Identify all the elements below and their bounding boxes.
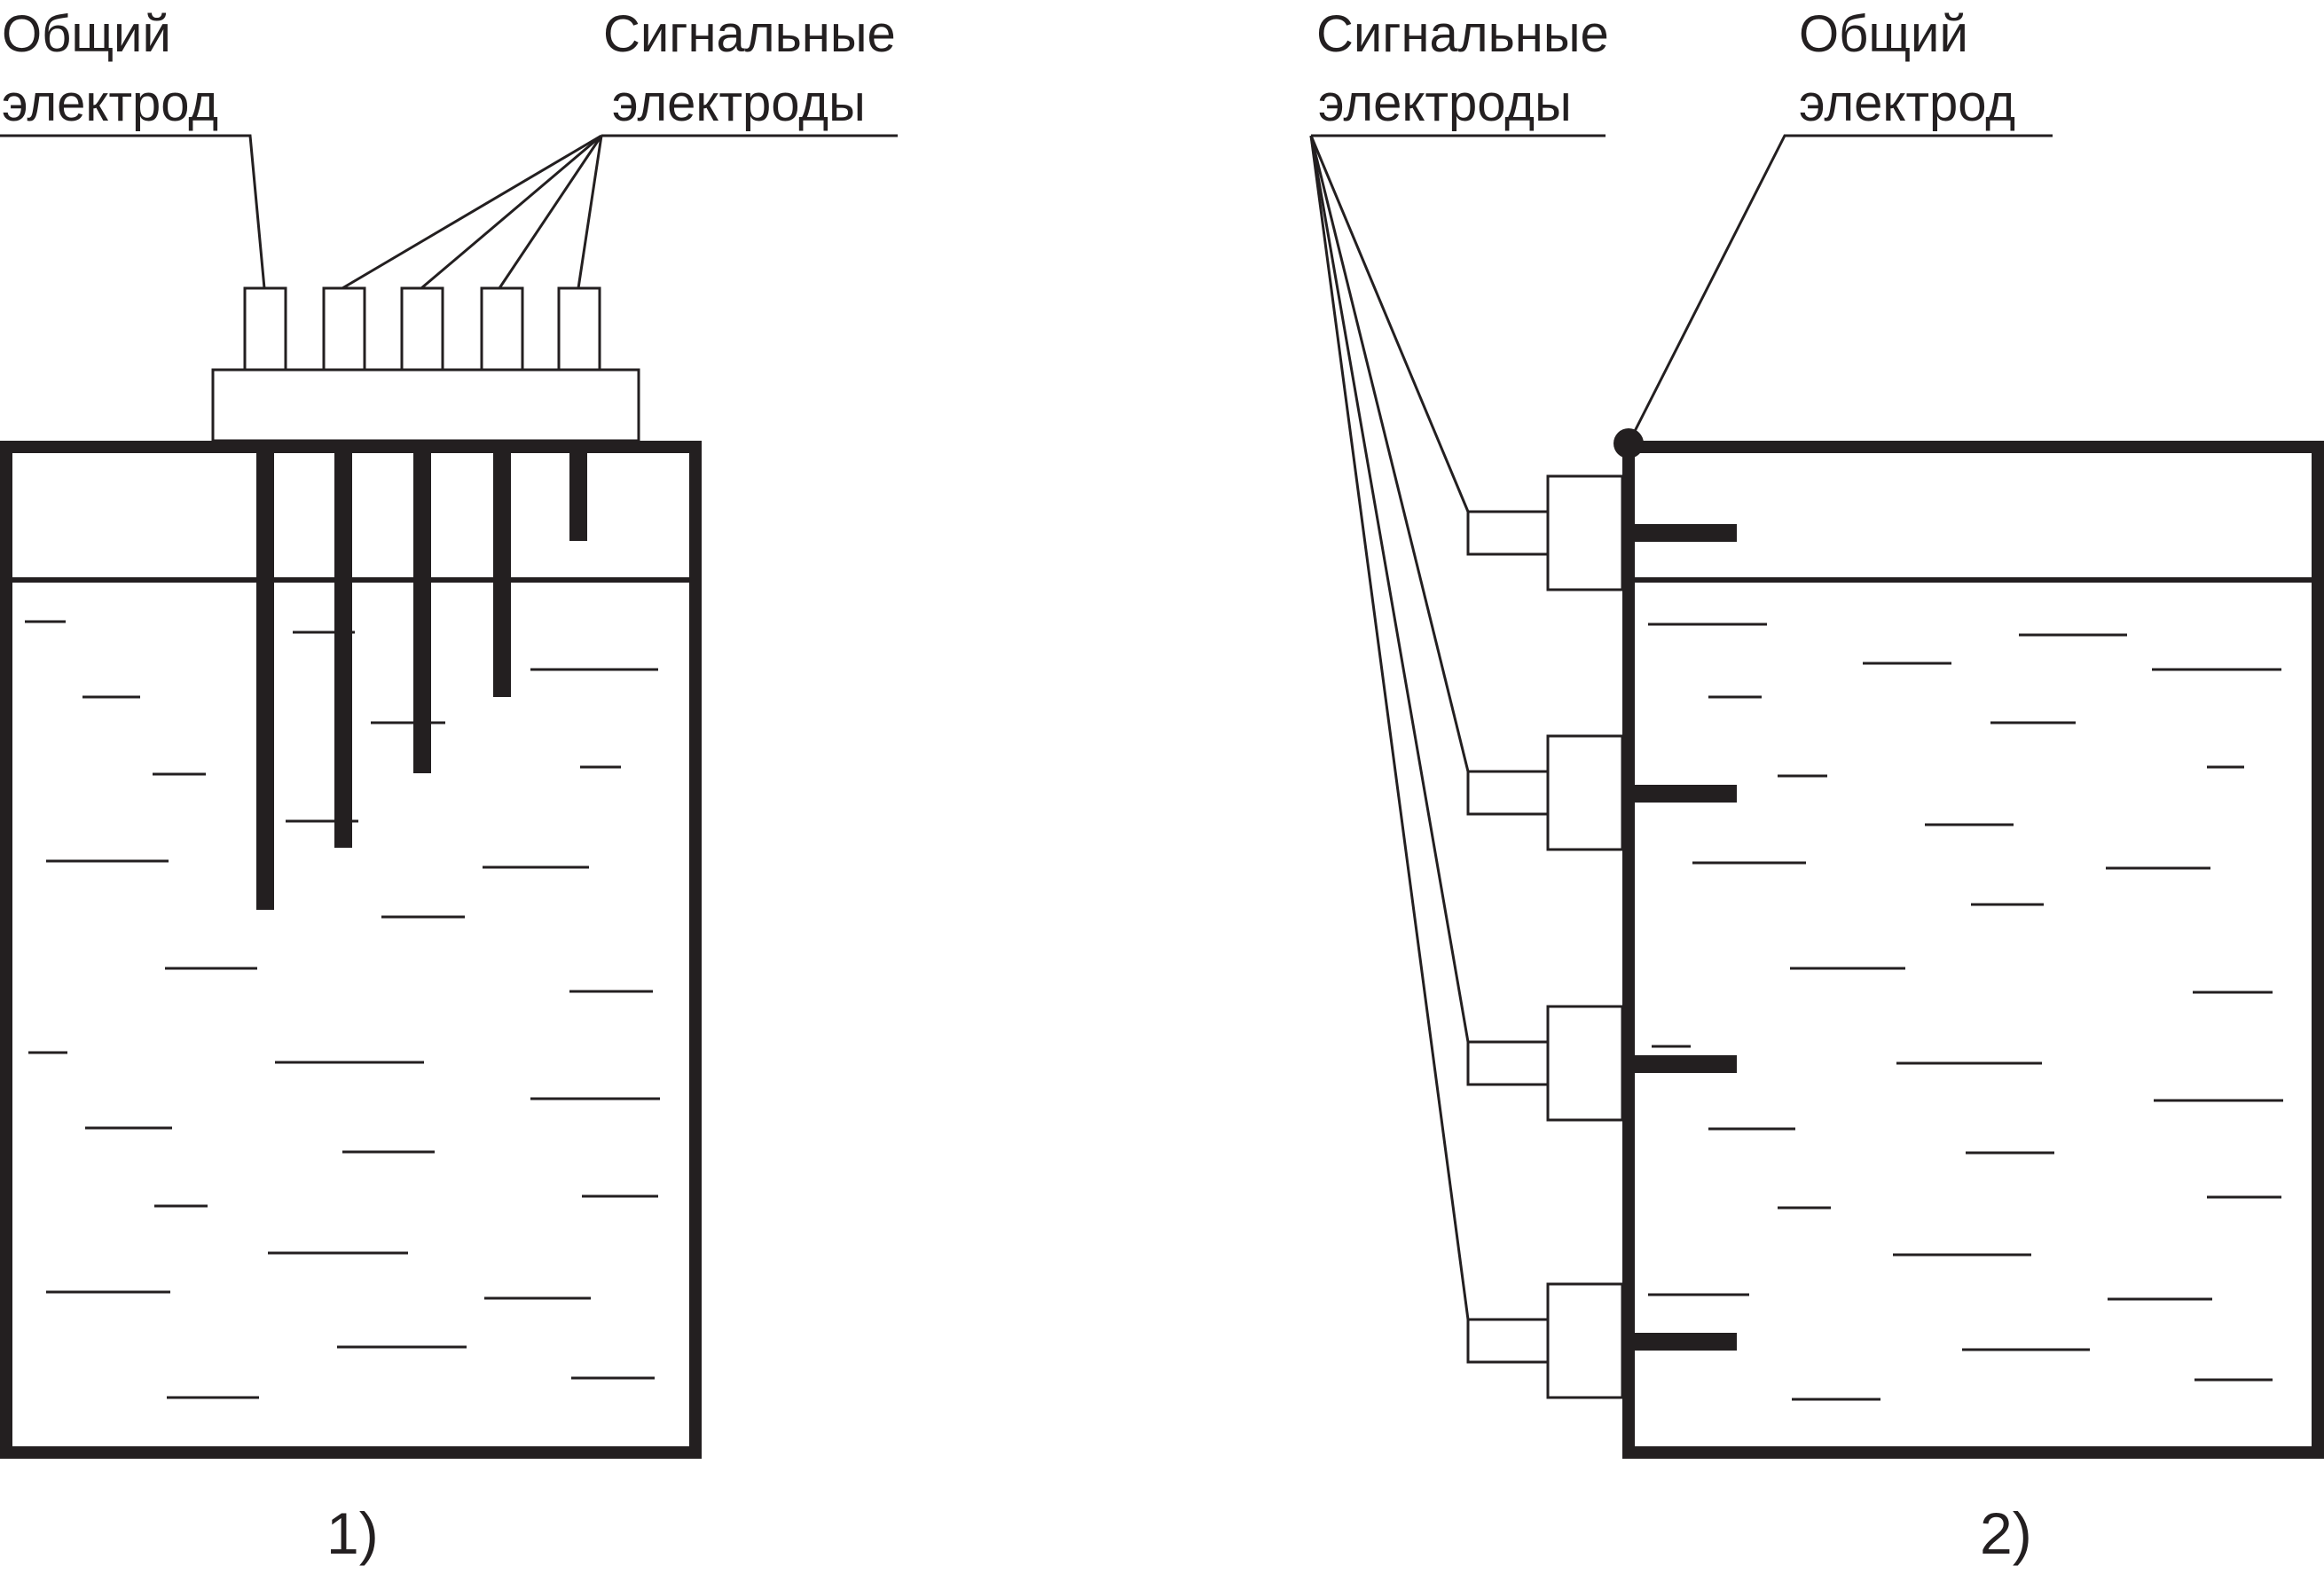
fig1-terminal-common: [243, 286, 287, 372]
fig2-signal-label-line1: Сигнальные: [1316, 5, 1609, 63]
fig2-electrode-3: [1466, 1005, 1737, 1122]
fig2-signal-leader-1: [1309, 135, 1470, 513]
figure-2-side-mounted: Сигнальные электроды Общий электрод: [1309, 5, 2324, 1566]
fig2-common-leader: [1627, 134, 2053, 444]
fig2-tank: [1622, 441, 2324, 1459]
fig2-electrode-1: [1466, 474, 1737, 591]
fig1-signal-leader-2: [342, 134, 602, 290]
fig2-common-electrode-contact: [1613, 428, 1644, 458]
fig2-electrode-2: [1466, 734, 1737, 851]
fig1-signal-label-line2: электроды: [612, 74, 866, 132]
fig1-caption: 1): [326, 1500, 379, 1566]
fig1-terminal-signal-3: [480, 286, 524, 372]
fig1-terminal-signal-1: [322, 286, 366, 372]
fig2-electrode-4: [1466, 1282, 1737, 1399]
fig2-signal-leader-2: [1309, 135, 1470, 772]
fig2-signal-label-line2: электроды: [1318, 74, 1572, 132]
fig2-leader-lines: [1309, 134, 2053, 1320]
fig2-signal-leader-4: [1309, 135, 1470, 1320]
fig1-common-label-line2: электрод: [2, 74, 218, 132]
fig1-common-leader: [0, 134, 266, 289]
fig1-liquid-hatching: [25, 620, 660, 1399]
fig1-terminal-signal-2: [400, 286, 444, 372]
fig1-rod-common: [256, 447, 274, 910]
fig1-signal-label-line1: Сигнальные: [603, 5, 896, 63]
fig1-signal-leader-3: [420, 134, 602, 290]
fig1-rod-signal-1: [334, 447, 352, 848]
fig2-common-label-line2: электрод: [1799, 74, 2015, 132]
fig1-signal-leader-4: [498, 135, 603, 289]
fig1-rod-signal-3: [493, 447, 511, 697]
fig1-leader-lines: [0, 134, 898, 290]
fig2-signal-leader-3: [1309, 135, 1470, 1043]
fig1-signal-leader-5: [577, 135, 603, 289]
fig2-caption: 2): [1980, 1500, 2032, 1566]
fig1-rod-signal-2: [413, 447, 431, 773]
fig1-common-label-line1: Общий: [2, 5, 171, 63]
fig2-liquid-hatching: [1648, 623, 2283, 1401]
fig2-common-label-line1: Общий: [1799, 5, 1968, 63]
figure-1-top-mounted: Общий электрод Сигнальные электроды: [0, 5, 898, 1566]
fig1-terminal-signal-4: [557, 286, 601, 372]
fig1-rod-signal-4: [569, 447, 587, 541]
fig1-electrode-head: [211, 368, 640, 442]
